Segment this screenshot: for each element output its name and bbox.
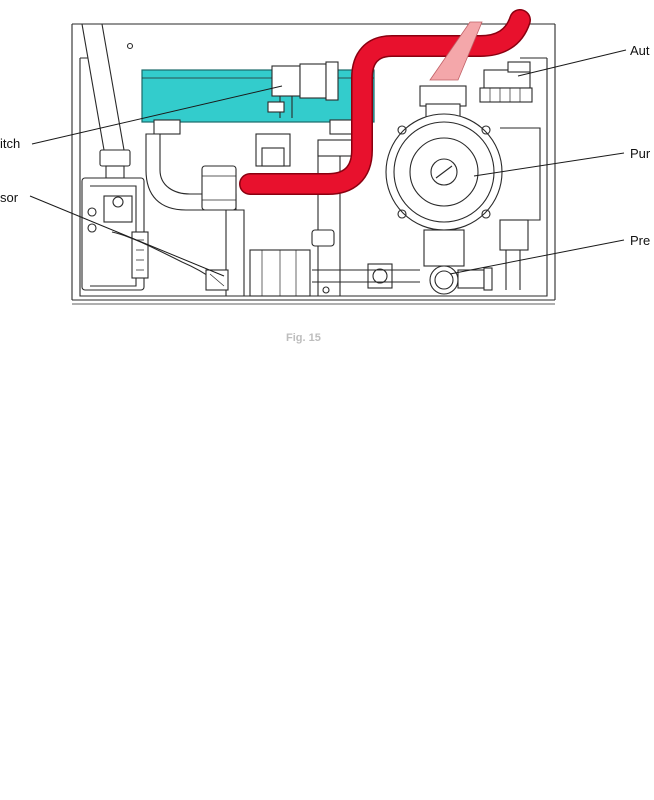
heat-exchanger: [141, 61, 375, 135]
leader-pressure: [449, 239, 625, 275]
label-sensor: sor: [0, 190, 19, 205]
callout-leaders: [29, 49, 627, 277]
central-pipework: [145, 133, 355, 297]
label-pump: Pur: [630, 146, 651, 161]
pressure-valve: [312, 263, 493, 295]
leader-pump: [473, 152, 625, 177]
auto-air-vent: [479, 61, 533, 103]
vent-pipe: [429, 21, 483, 81]
leader-auto-air-vent: [517, 49, 627, 77]
callout-labels: itch sor Aut Pur Pre: [0, 43, 651, 248]
label-auto-air-vent: Aut: [630, 43, 650, 58]
figure-caption: Fig. 15: [286, 332, 321, 344]
boiler-casing: [71, 23, 556, 305]
label-pressure: Pre: [630, 233, 650, 248]
leader-sensor: [29, 195, 225, 277]
label-switch: itch: [0, 136, 20, 151]
leader-switch: [31, 85, 283, 145]
flow-pipe-red: [239, 9, 531, 195]
left-inlet-pipe: [81, 23, 131, 179]
pump: [385, 85, 541, 290]
gas-valve-sensor: [81, 177, 229, 291]
